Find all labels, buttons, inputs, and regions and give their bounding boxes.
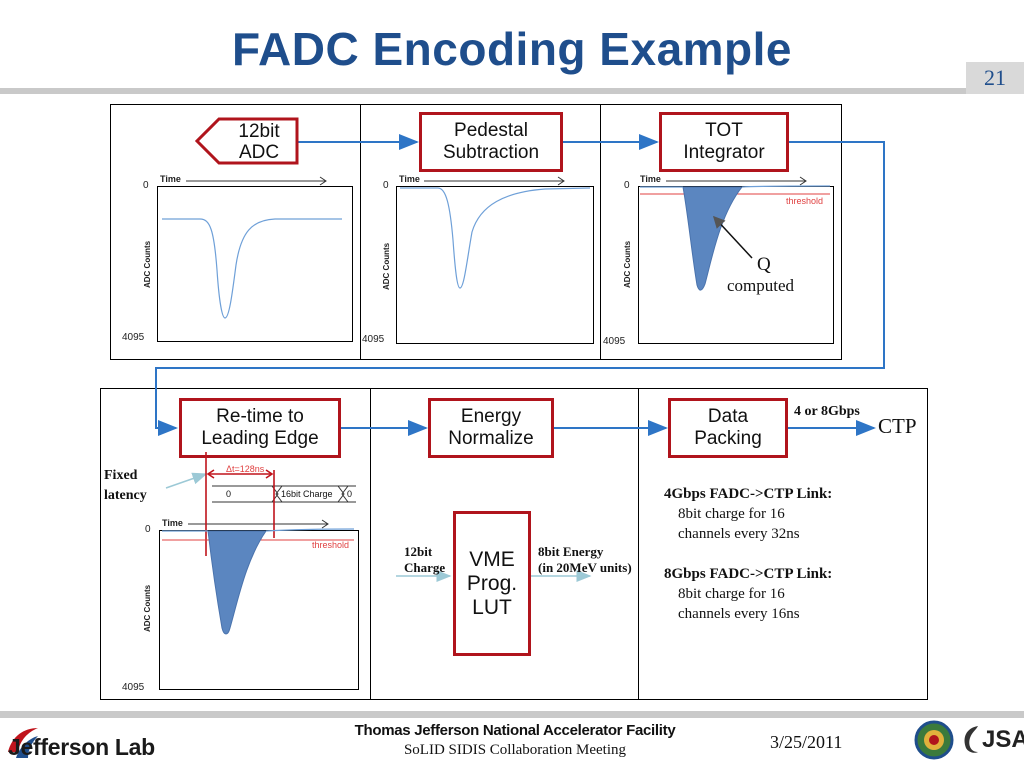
footer-meeting: SoLID SIDIS Collaboration Meeting xyxy=(403,742,627,758)
y-top-tick-1: 0 xyxy=(143,180,149,191)
time-label-3: Time xyxy=(640,174,661,184)
doe-seal-icon xyxy=(914,720,954,760)
link-speed-label: 4 or 8Gbps xyxy=(794,404,860,419)
threshold-label-bottom: threshold xyxy=(312,540,350,550)
y-bottom-tick-4: 4095 xyxy=(122,682,145,693)
jefferson-lab-logo-text: Jefferson Lab xyxy=(8,734,155,760)
jsa-logo-text: JSA xyxy=(982,726,1024,753)
link-8gbps-title: 8Gbps FADC->CTP Link: xyxy=(664,566,833,582)
word-zero-left: 0 xyxy=(226,489,232,499)
bottom-row-curves xyxy=(162,452,356,635)
tot-integrator-box: TOT Integrator xyxy=(659,112,789,172)
data-packing-box: Data Packing xyxy=(668,398,788,458)
q-label: Q xyxy=(757,254,771,275)
jsa-swirl-icon xyxy=(964,726,978,753)
page-title: FADC Encoding Example xyxy=(231,23,793,75)
word-charge: 16bit Charge xyxy=(281,489,333,499)
link-8gbps-note: 8Gbps FADC->CTP Link: 8bit charge for 16… xyxy=(664,566,833,622)
top-row-curves xyxy=(162,176,831,319)
pedestal-subtraction-box: Pedestal Subtraction xyxy=(419,112,563,172)
plot-raw xyxy=(157,186,353,342)
adc-label: 12bit ADC xyxy=(238,121,280,163)
time-label-4: Time xyxy=(162,518,183,528)
ctp-label: CTP xyxy=(878,414,917,438)
threshold-label-top: threshold xyxy=(786,196,824,206)
link-4gbps-note: 4Gbps FADC->CTP Link: 8bit charge for 16… xyxy=(664,486,833,542)
word-zero-right: 0 xyxy=(347,489,353,499)
computed-label: computed xyxy=(727,276,795,295)
energy-normalize-box: Energy Normalize xyxy=(428,398,554,458)
y-top-tick-3: 0 xyxy=(624,180,630,191)
y-bottom-tick-1: 4095 xyxy=(122,332,145,343)
slide-number: 21 xyxy=(966,62,1024,94)
lut-output-label: 8bit Energy (in 20MeV units) xyxy=(538,544,632,575)
jefferson-lab-logo-icon xyxy=(8,728,38,758)
time-label-1: Time xyxy=(160,174,181,184)
delta-t-label: Δt=128ns xyxy=(226,464,265,474)
plot-pedestal xyxy=(396,186,594,344)
y-top-tick-2: 0 xyxy=(383,180,389,191)
footer-date: 3/25/2011 xyxy=(770,732,843,752)
footer-institution: Thomas Jefferson National Accelerator Fa… xyxy=(354,722,676,739)
y-bottom-tick-3: 4095 xyxy=(603,336,626,347)
footer-divider xyxy=(0,711,1024,718)
retime-box: Re-time to Leading Edge xyxy=(179,398,341,458)
link-4gbps-title: 4Gbps FADC->CTP Link: xyxy=(664,486,833,502)
vme-lut-box: VME Prog. LUT xyxy=(453,511,531,656)
y-top-tick-4: 0 xyxy=(145,524,151,535)
adc-input-shape xyxy=(195,117,299,165)
y-bottom-tick-2: 4095 xyxy=(362,334,385,345)
fixed-latency-label: Fixed latency xyxy=(104,468,147,503)
lut-input-label: 12bit Charge xyxy=(404,544,446,575)
time-label-2: Time xyxy=(399,174,420,184)
header-divider xyxy=(0,88,1024,94)
